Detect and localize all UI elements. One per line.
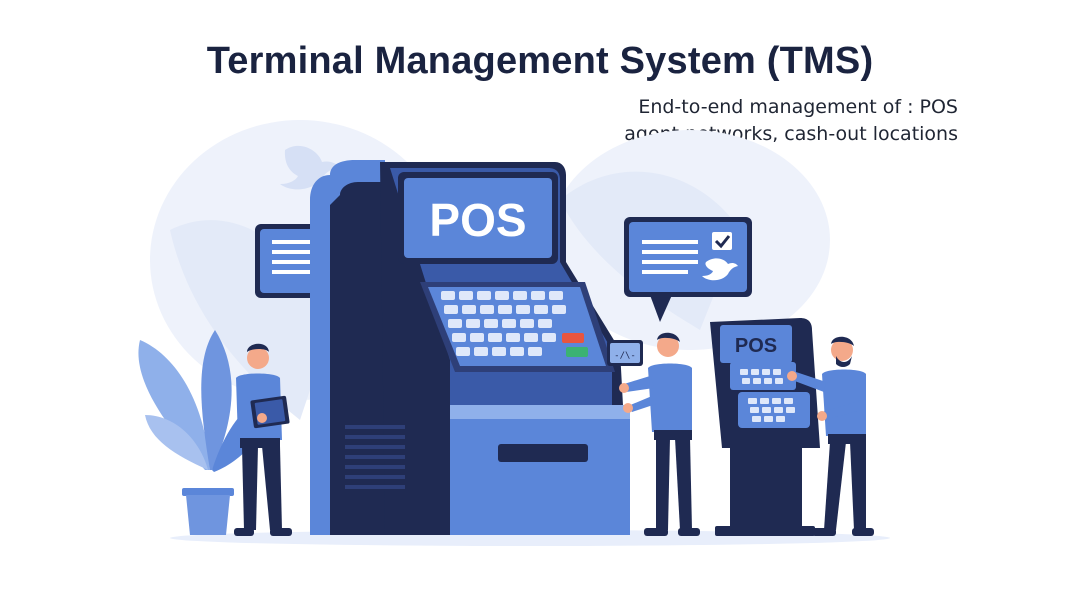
card-reader-icon: -/\- bbox=[607, 340, 643, 366]
small-pos-label: POS bbox=[735, 335, 777, 357]
page-title: Terminal Management System (TMS) bbox=[206, 40, 874, 82]
person-middle bbox=[619, 332, 700, 536]
large-pos-terminal: POS bbox=[310, 160, 630, 535]
subtitle-line-1: End-to-end management of : POS bbox=[638, 96, 958, 118]
large-pos-label: POS bbox=[429, 194, 526, 246]
person-right bbox=[787, 336, 874, 536]
svg-text:-/\-: -/\- bbox=[614, 351, 636, 361]
small-pos-terminal: POS bbox=[710, 318, 820, 536]
person-left bbox=[234, 343, 292, 536]
bird-icon bbox=[280, 145, 340, 190]
message-bubble-check-icon bbox=[624, 217, 752, 322]
